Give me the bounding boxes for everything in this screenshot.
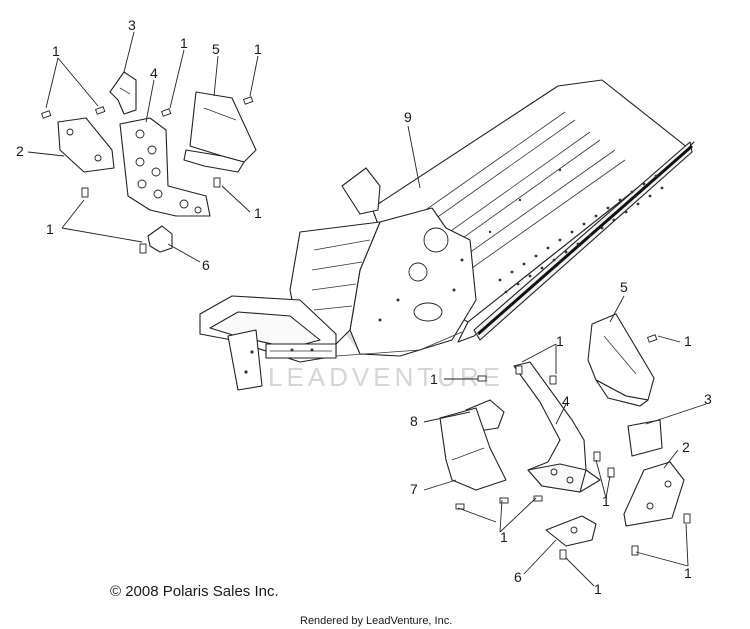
- callout-1-b: 1: [180, 35, 188, 51]
- callout-1-g: 1: [556, 333, 564, 349]
- callout-1-h: 1: [430, 371, 438, 387]
- clip-part-6-upper: [147, 225, 173, 253]
- callout-6-upper: 6: [202, 257, 210, 273]
- callout-1-f: 1: [684, 333, 692, 349]
- callout-2-lower: 2: [682, 439, 690, 455]
- callout-4-upper: 4: [150, 65, 158, 81]
- plate-part-4-lower: [513, 361, 601, 493]
- callout-1-i: 1: [602, 493, 610, 509]
- bolts-lower-right: [455, 334, 691, 560]
- callout-6-lower: 6: [514, 569, 522, 585]
- callout-1-j: 1: [500, 529, 508, 545]
- clip-part-3-lower: [627, 419, 663, 457]
- bolts-upper-left: [40, 96, 254, 254]
- callout-2-upper: 2: [16, 143, 24, 159]
- callout-1-d: 1: [254, 205, 262, 221]
- callout-3-upper: 3: [128, 17, 136, 33]
- callout-1-a: 1: [52, 43, 60, 59]
- clip-part-3-upper: [109, 71, 137, 115]
- callout-3-lower: 3: [704, 391, 712, 407]
- bracket-part-2-upper: [57, 117, 115, 173]
- shield-part-7: [439, 407, 507, 491]
- copyright-text: © 2008 Polaris Sales Inc.: [110, 583, 279, 600]
- cover-part-5-upper: [183, 91, 257, 173]
- watermark-text: LEADVENTURE: [268, 362, 504, 392]
- perforations: [438, 168, 664, 294]
- callout-5-upper: 5: [212, 41, 220, 57]
- plate-part-4-upper: [119, 117, 211, 217]
- callout-1-e: 1: [46, 221, 54, 237]
- bracket-part-2-lower: [623, 461, 685, 527]
- callout-4-lower: 4: [562, 393, 570, 409]
- callout-8: 8: [410, 413, 418, 429]
- callout-1-k: 1: [594, 581, 602, 597]
- callout-1-c: 1: [254, 41, 262, 57]
- callout-9: 9: [404, 109, 412, 125]
- callouts: 1 3 1 5 1 4 2 1 1 6 9 5 1 1 1 3 8 4 2 7 …: [16, 17, 712, 597]
- callout-7: 7: [410, 481, 418, 497]
- callout-1-l: 1: [684, 565, 692, 581]
- leader-lines: [27, 31, 707, 587]
- cover-part-5-lower: [587, 313, 655, 407]
- rendered-by-text: Rendered by LeadVenture, Inc.: [300, 615, 452, 627]
- chassis-bulkhead: [199, 167, 477, 391]
- clip-part-6-lower: [545, 515, 597, 547]
- callout-5-lower: 5: [620, 279, 628, 295]
